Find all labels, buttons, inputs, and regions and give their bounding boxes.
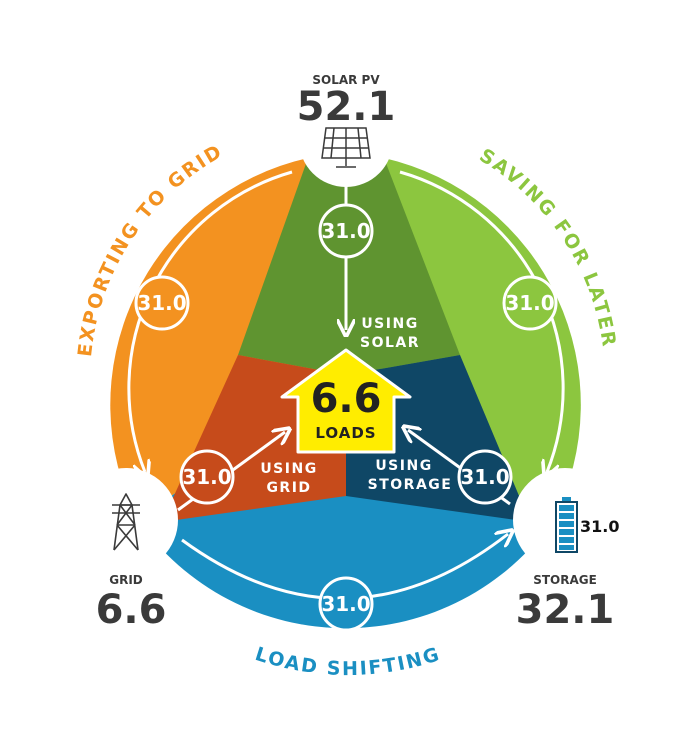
using-solar-wedge xyxy=(238,158,460,375)
using-solar-label-line1: USING xyxy=(361,316,418,332)
svg-text:31.0: 31.0 xyxy=(460,465,509,489)
svg-text:31.0: 31.0 xyxy=(182,465,231,489)
using-storage-label-line1: USING xyxy=(375,458,432,474)
using-solar-label-line2: SOLAR xyxy=(360,335,420,351)
storage-node-circle xyxy=(513,468,617,572)
grid-value: 6.6 xyxy=(96,587,167,633)
using-storage-badge: 31.0 xyxy=(457,449,513,505)
grid-node-circle xyxy=(74,468,178,572)
svg-text:31.0: 31.0 xyxy=(137,291,186,315)
shifting-label: LOAD SHIFTING xyxy=(252,643,443,680)
shifting-sector xyxy=(138,370,553,629)
solar-name: SOLAR PV xyxy=(312,73,380,87)
loads-arrow: 6.6 LOADS xyxy=(280,348,412,454)
svg-text:31.0: 31.0 xyxy=(321,219,370,243)
shifting-badge: 31.0 xyxy=(318,576,374,632)
battery-icon xyxy=(555,497,578,553)
saving-badge: 31.0 xyxy=(502,275,558,331)
using-grid-label-line2: GRID xyxy=(266,480,311,496)
solar-panel-icon xyxy=(321,127,371,168)
transmission-tower-icon xyxy=(112,493,140,551)
storage-name: STORAGE xyxy=(533,573,597,587)
using-grid-label-line1: USING xyxy=(260,461,317,477)
solar-value: 52.1 xyxy=(297,84,396,130)
storage-battery-level: 31.0 xyxy=(580,517,619,536)
loads-label: LOADS xyxy=(315,424,376,442)
exporting-badge: 31.0 xyxy=(134,275,190,331)
using-solar-badge: 31.0 xyxy=(318,203,374,259)
using-storage-label-line2: STORAGE xyxy=(368,477,453,493)
svg-text:31.0: 31.0 xyxy=(505,291,554,315)
loads-value: 6.6 xyxy=(311,376,382,422)
svg-text:31.0: 31.0 xyxy=(321,592,370,616)
storage-value: 32.1 xyxy=(516,587,615,633)
grid-name: GRID xyxy=(109,573,143,587)
using-grid-badge: 31.0 xyxy=(179,449,235,505)
